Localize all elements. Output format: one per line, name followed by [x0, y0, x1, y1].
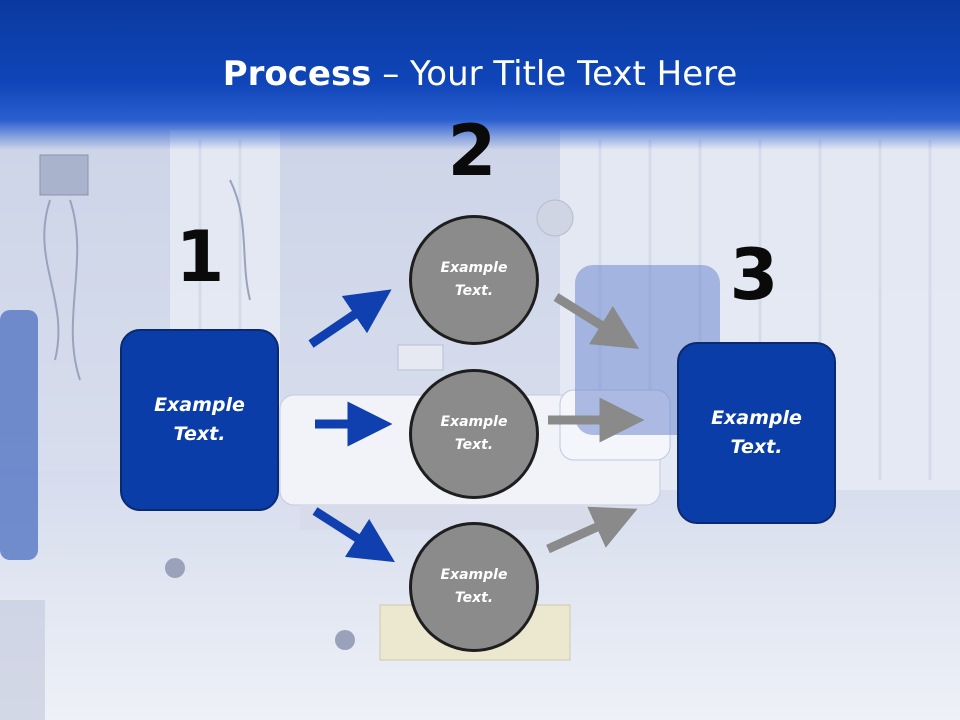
step-1-box[interactable]: Example Text. — [120, 329, 279, 511]
blue-arrow-down — [312, 507, 395, 563]
blue-arrow-up — [308, 289, 392, 348]
step-2-circle-top[interactable]: Example Text. — [409, 215, 539, 345]
step-3-text: Example Text. — [711, 407, 802, 458]
gray-arrow-top — [553, 293, 640, 349]
step-number-2: 2 — [447, 110, 497, 192]
title-banner — [0, 0, 960, 150]
step-number-3: 3 — [729, 234, 779, 316]
title-rest: – Your Title Text Here — [371, 54, 738, 94]
circle-middle-text: Example Text. — [440, 414, 508, 453]
title-bold: Process — [222, 54, 372, 94]
step-1-text: Example Text. — [154, 394, 245, 445]
step-2-circle-bottom[interactable]: Example Text. — [409, 522, 539, 652]
circle-top-text: Example Text. — [440, 260, 508, 299]
step-3-box[interactable]: Example Text. — [677, 342, 836, 524]
circle-bottom-text: Example Text. — [440, 567, 508, 606]
page-title: Process – Your Title Text Here — [0, 52, 960, 96]
step-number-1: 1 — [175, 216, 225, 298]
gray-arrow-bottom — [546, 506, 638, 554]
step-2-circle-middle[interactable]: Example Text. — [409, 369, 539, 499]
